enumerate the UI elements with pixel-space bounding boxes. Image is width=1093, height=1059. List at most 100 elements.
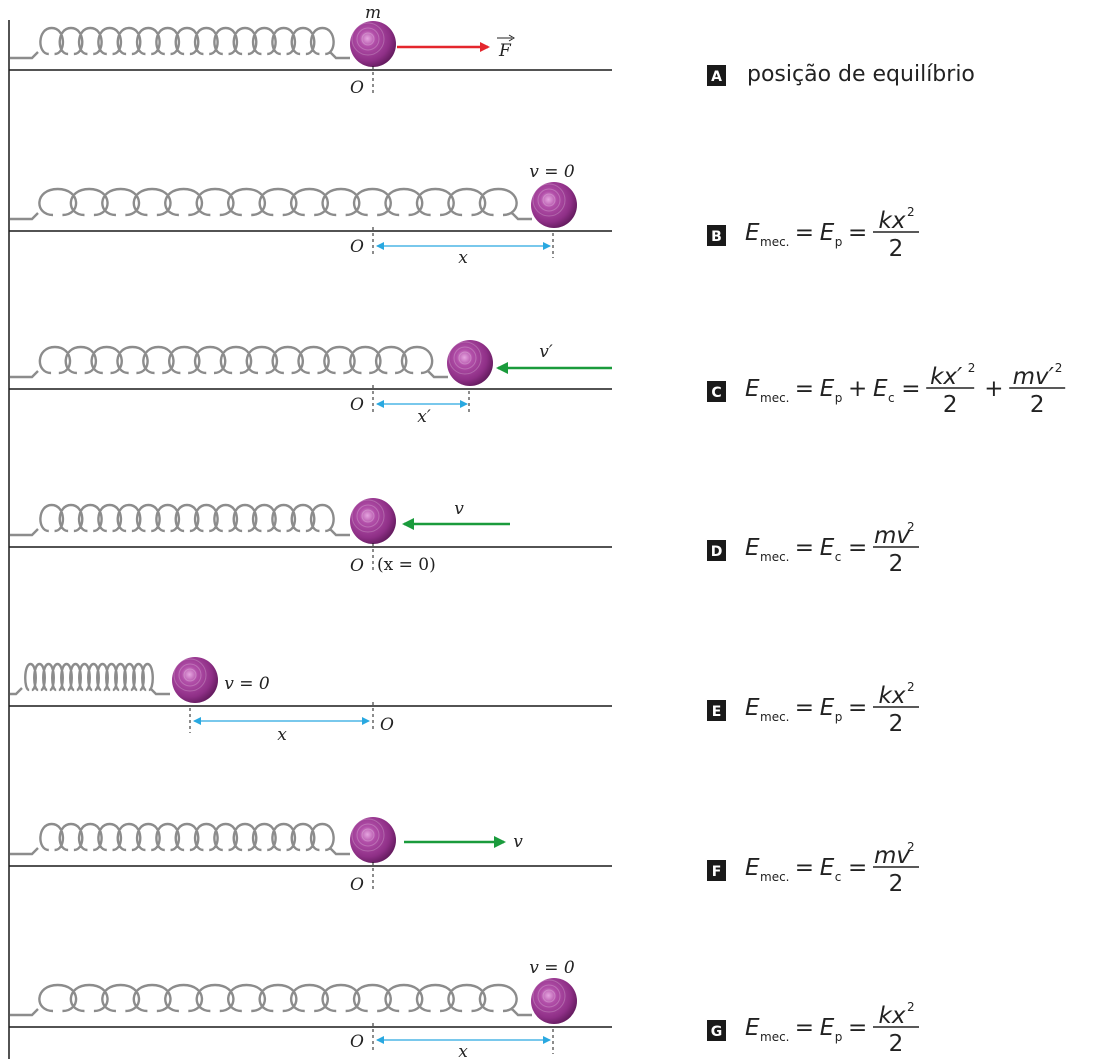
row-C: v′Ox′ [9,340,612,427]
ball-shine [537,188,561,212]
letter-tag-label: B [711,229,722,245]
ball-shine [361,828,375,842]
spring [10,662,170,696]
energy-term-symbol-subscript: p [835,235,843,249]
mechanical-energy-symbol: E [745,535,760,561]
fraction-numerator: kx [879,208,906,234]
displacement-label: x [277,725,287,745]
equals-sign: = [795,695,814,721]
spring [10,187,532,221]
mass-ball [531,978,577,1024]
kinetic-energy-symbol: E [873,376,888,402]
origin-label: O [350,1032,364,1052]
mass-ball [350,21,396,67]
ball-shine [542,989,556,1003]
equilibrium-label: posição de equilíbrio [747,62,975,87]
origin-label: O [350,556,364,576]
fraction-exponent: 2 [1055,361,1063,375]
ball-shine [351,22,385,56]
energy-term-symbol-subscript: c [835,550,842,564]
equals-sign: = [901,376,920,402]
fraction-denominator: 2 [889,236,904,262]
ball-shine [532,979,566,1013]
origin-label: O [350,875,364,895]
energy-term-symbol: E [820,535,835,561]
equals-sign: = [848,1015,867,1041]
fraction-exponent: 2 [907,840,915,854]
position-label: (x = 0) [377,555,436,575]
fraction-denominator: 2 [889,711,904,737]
letter-tag-label: A [711,69,722,85]
ball-shine [356,27,380,51]
equals-sign: = [848,855,867,881]
fraction-numerator: kx [879,683,906,709]
mechanical-energy-symbol-subscript: mec. [760,235,789,249]
row-D: vO(x = 0) [9,498,612,576]
row-E: v = 0Ox [9,657,612,745]
velocity-label: v′ [539,342,553,362]
ball-shine [458,351,472,365]
letter-tag [707,540,726,561]
potential-energy-symbol: E [820,376,835,402]
letter-tag-label: C [711,385,721,401]
ball-shine [356,504,380,528]
plus-sign: + [848,376,867,402]
velocity-label: v = 0 [224,674,270,694]
mechanical-energy-symbol: E [745,1015,760,1041]
ball-shine [361,32,375,46]
origin-label: O [350,78,364,98]
fraction-numerator: kx′ [930,364,963,390]
equals-sign: = [795,1015,814,1041]
letter-tag-label: E [712,704,722,720]
letter-tag [707,700,726,721]
spring [10,345,448,379]
spring [10,26,350,60]
energy-term-symbol-subscript: p [835,1030,843,1044]
row-F: vO [9,817,612,895]
letter-tag-label: F [712,864,722,880]
letter-tag-label: G [711,1024,723,1040]
spring [10,822,350,856]
mechanical-energy-symbol-subscript: mec. [760,1030,789,1044]
mass-label: m [365,3,381,23]
letter-tag [707,860,726,881]
mass-ball [172,657,218,703]
mass-ball [350,498,396,544]
energy-term-symbol: E [820,220,835,246]
ball-shine [178,663,202,687]
fraction-exponent: 2 [968,361,976,375]
plus-sign: + [984,376,1003,402]
letter-tag-label: D [711,544,723,560]
velocity-label: v = 0 [529,958,575,978]
displacement-label: x [458,248,468,268]
equals-sign: = [795,376,814,402]
fraction-denominator: 2 [1030,392,1045,418]
fraction-exponent: 2 [907,680,915,694]
ball-shine [351,499,385,533]
mechanical-energy-symbol: E [745,695,760,721]
velocity-label: v = 0 [529,162,575,182]
mechanical-energy-symbol: E [745,376,760,402]
mechanical-energy-symbol-subscript: mec. [760,391,789,405]
force-label: F [498,41,512,61]
equals-sign: = [795,220,814,246]
fraction-denominator: 2 [943,392,958,418]
mechanical-energy-symbol-subscript: mec. [760,870,789,884]
displacement-label: x′ [417,407,431,427]
fraction-denominator: 2 [889,551,904,577]
vector-arrowhead [508,34,515,42]
row-A: mF O [9,3,612,98]
ball-shine [173,658,207,692]
energy-term-symbol: E [820,855,835,881]
equals-sign: = [848,695,867,721]
ball-shine [356,823,380,847]
mass-ball [447,340,493,386]
